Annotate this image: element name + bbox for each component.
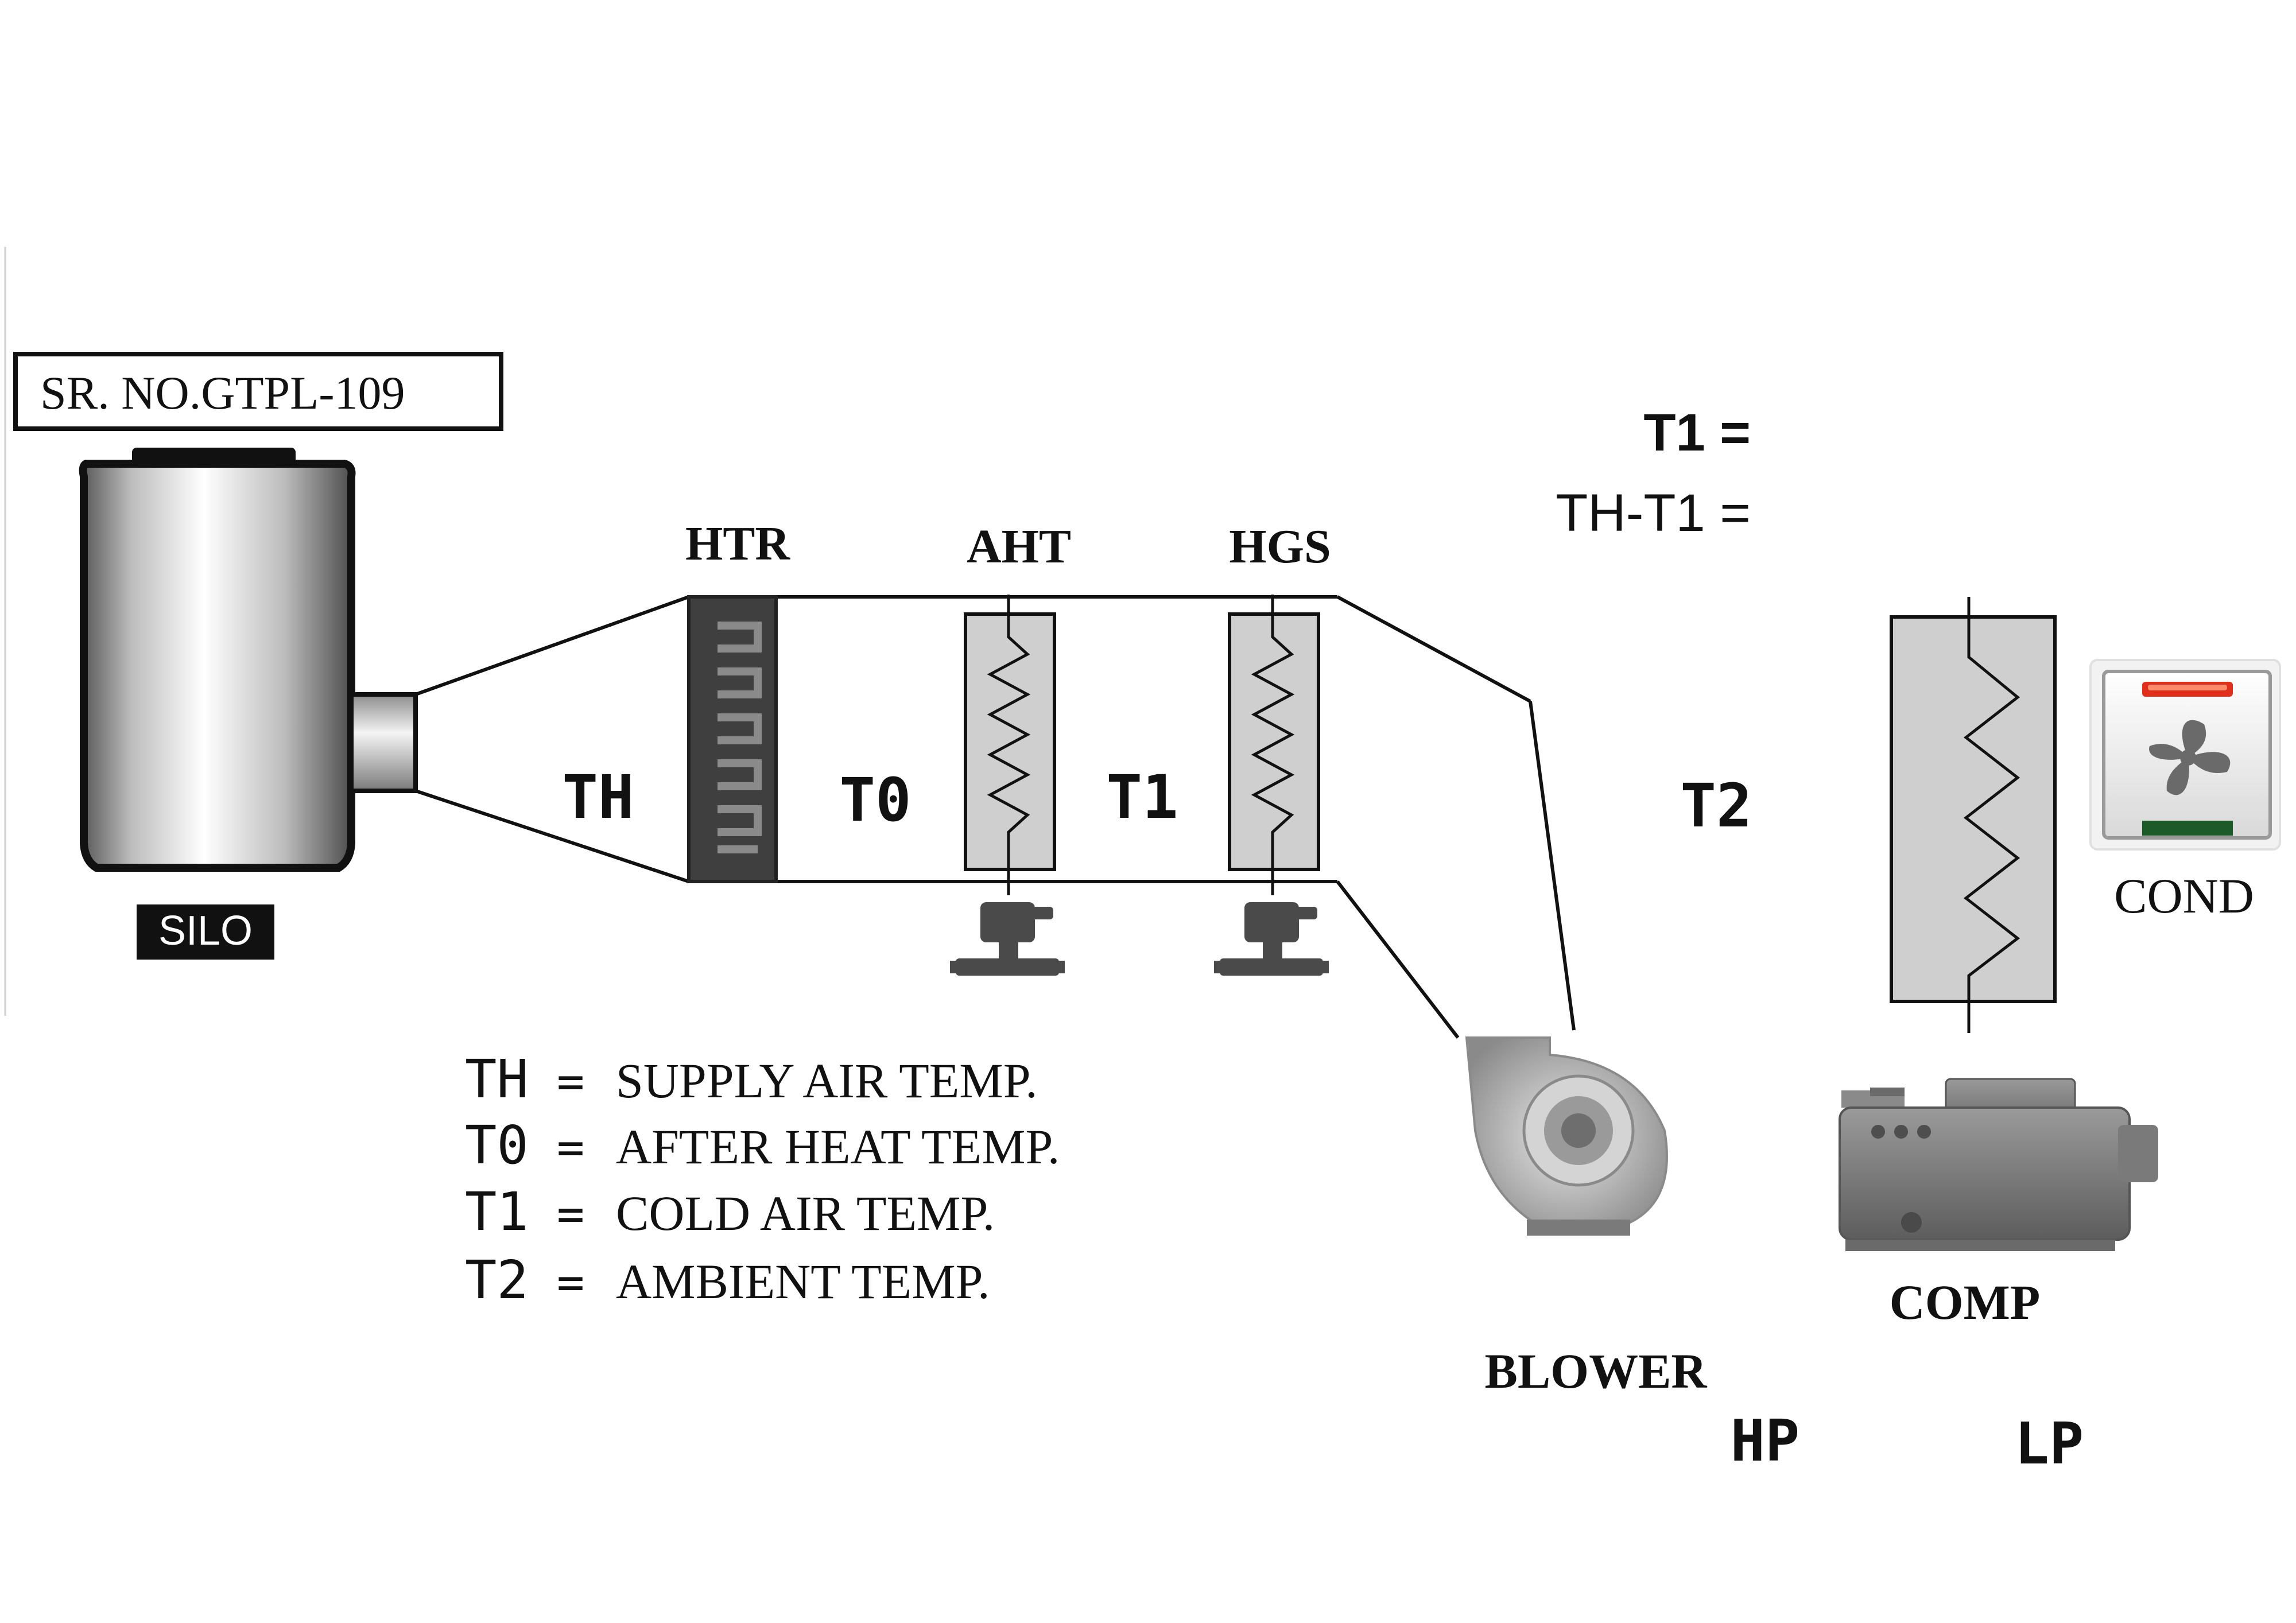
t1-readout-label: T1 = (1643, 403, 1751, 462)
legend-key-2: T1 (465, 1181, 529, 1243)
legend-key-1: T0 (465, 1115, 529, 1176)
condenser-fan-icon (2089, 659, 2281, 851)
legend-eq-3: = (557, 1256, 584, 1309)
legend-key-0: TH (465, 1049, 529, 1110)
silo-label-badge: SILO (137, 904, 274, 960)
heater-coil-icon (687, 595, 778, 883)
sensor-t0-label: T0 (839, 765, 911, 835)
heater-label: HTR (685, 517, 790, 570)
legend-eq-2: = (557, 1187, 584, 1241)
hot-gas-coil (1228, 595, 1320, 895)
solenoid-valve-icon (950, 902, 1065, 976)
blower-fan-icon (1465, 1036, 1668, 1236)
compressor-icon (1839, 1078, 2158, 1251)
high-pressure-label: HP (1731, 1407, 1799, 1474)
serial-number-text: SR. NO.GTPL-109 (40, 367, 405, 419)
legend-desc-0: SUPPLY AIR TEMP. (616, 1053, 1038, 1108)
legend: TH = SUPPLY AIR TEMP. T0 = AFTER HEAT TEMP. T1… (465, 1049, 1060, 1311)
condenser-label: COND (2114, 868, 2254, 923)
silo-label: SILO (158, 908, 253, 954)
sensor-t2-label: T2 (1680, 771, 1752, 841)
hot-gas-label: HGS (1229, 520, 1331, 573)
legend-desc-2: COLD AIR TEMP. (616, 1186, 995, 1241)
legend-eq-1: = (557, 1121, 584, 1174)
compressor-label: COMP (1890, 1275, 2041, 1330)
legend-desc-1: AFTER HEAT TEMP. (616, 1119, 1060, 1174)
sensor-th-label: TH (562, 762, 634, 832)
blower-label: BLOWER (1484, 1344, 1707, 1399)
legend-key-3: T2 (465, 1249, 529, 1311)
solenoid-valve-icon (1214, 902, 1329, 976)
th-t1-readout-label: TH-T1 = (1556, 484, 1751, 542)
silo-tank-icon (79, 448, 418, 872)
after-heater-coil (964, 595, 1056, 895)
serial-number-box: SR. NO.GTPL-109 (13, 352, 503, 431)
air-duct (414, 595, 1576, 1039)
after-heater-label: AHT (967, 520, 1071, 573)
low-pressure-label: LP (2015, 1410, 2084, 1477)
legend-desc-3: AMBIENT TEMP. (616, 1254, 990, 1309)
legend-eq-0: = (557, 1055, 584, 1108)
sensor-t1-label: T1 (1106, 762, 1178, 832)
refrigerant-coil (1890, 597, 2057, 1033)
